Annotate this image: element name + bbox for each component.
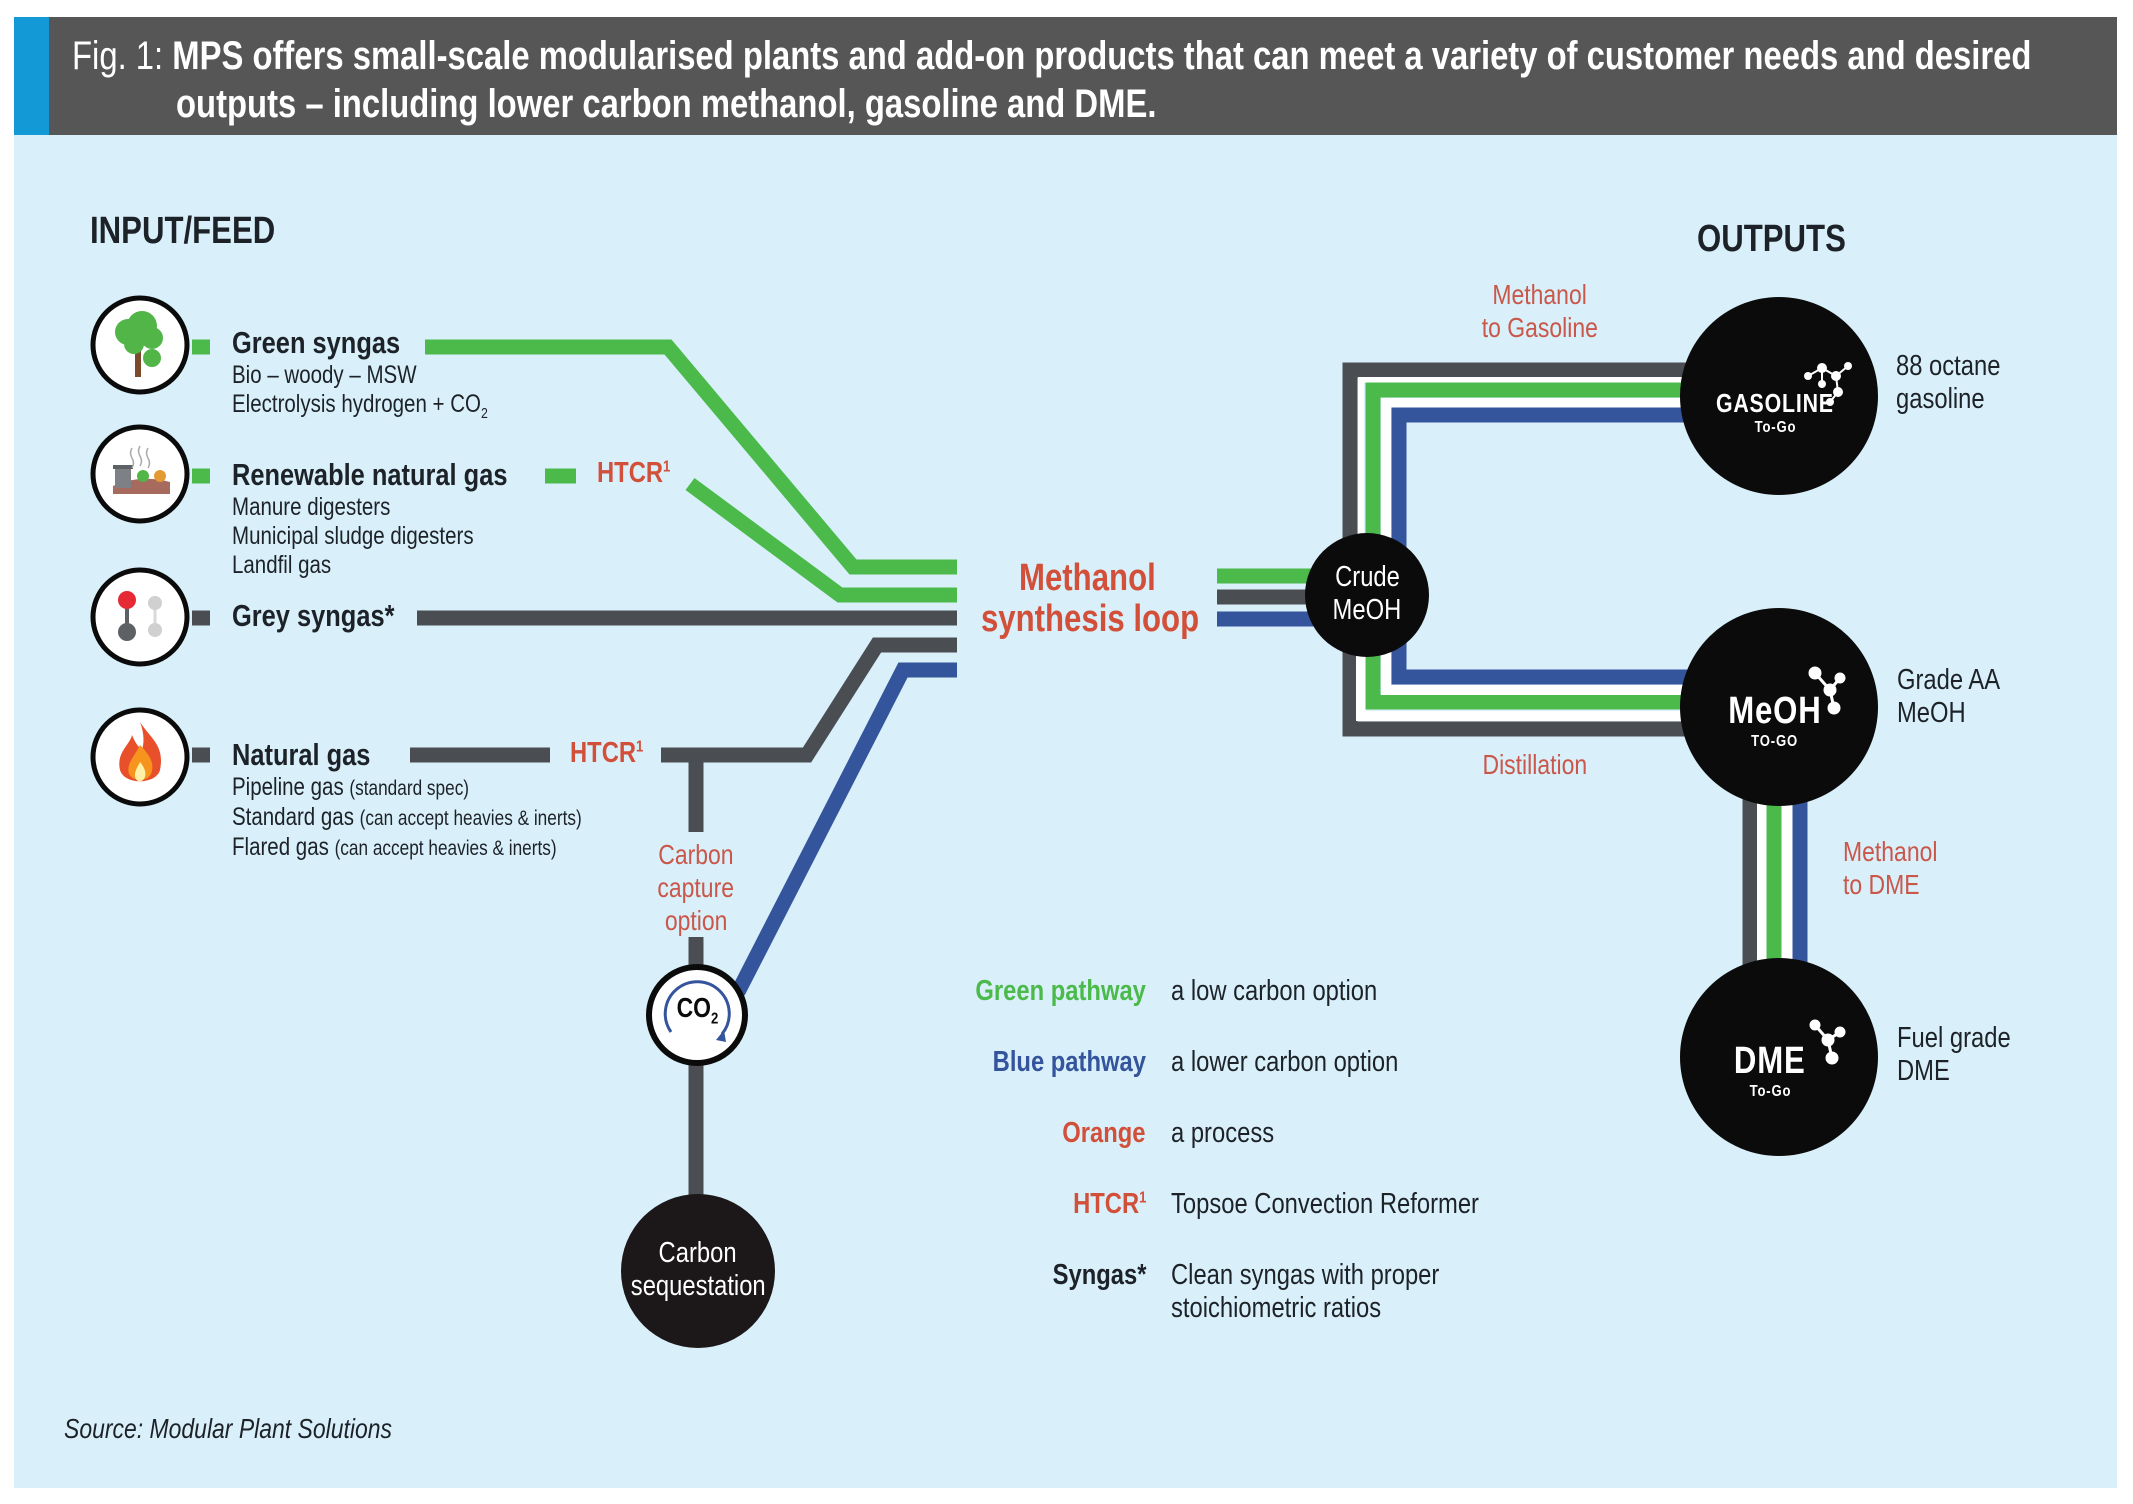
gasoline-output-desc: 88 octane gasoline bbox=[1896, 350, 2001, 415]
figure-title-text-2: outputs – including lower carbon methano… bbox=[176, 82, 1157, 126]
legend-key-green: Green pathway bbox=[975, 975, 1146, 1007]
feed-icon-renewable-natural-gas bbox=[90, 424, 190, 524]
pipe-natural-gas-from-htcr bbox=[661, 637, 957, 763]
feed-detail: Flared gas bbox=[232, 833, 329, 861]
methanol-to-gasoline-label: Methanol to Gasoline bbox=[1481, 279, 1599, 343]
figure-header bbox=[14, 17, 2117, 135]
meoh-node bbox=[1680, 608, 1878, 806]
htcr-label-natural-gas: HTCR1 bbox=[570, 737, 644, 769]
feed-detail: Electrolysis hydrogen + CO bbox=[232, 390, 481, 418]
methanol-synthesis-loop-label: Methanol synthesis loop bbox=[980, 557, 1200, 640]
co2-capture-node bbox=[646, 964, 748, 1066]
feed-detail-note: (can accept heavies & inerts) bbox=[334, 837, 557, 860]
feed-grey-syngas: Grey syngas* bbox=[232, 598, 430, 634]
feed-title: Grey syngas* bbox=[232, 598, 395, 633]
legend-value-htcr: Topsoe Convection Reformer bbox=[1171, 1188, 1479, 1220]
feed-natural-gas: Natural gas Pipeline gas (standard spec)… bbox=[232, 737, 658, 863]
feed-title: Natural gas bbox=[232, 737, 371, 772]
gasoline-to-go-logo: GASOLINE To-Go bbox=[1716, 388, 1834, 436]
dme-to-go-logo: DME To-Go bbox=[1734, 1040, 1806, 1100]
legend-key-orange: Orange bbox=[1062, 1117, 1146, 1149]
feed-icon-grey-syngas bbox=[90, 567, 190, 667]
legend-key-syngas: Syngas* bbox=[1052, 1259, 1146, 1291]
legend-value-syngas: Clean syngas with proper stoichiometric … bbox=[1171, 1259, 1440, 1324]
figure-title-line-1: Fig. 1: MPS offers small-scale modularis… bbox=[72, 32, 2133, 80]
outputs-heading: OUTPUTS bbox=[1697, 218, 1846, 260]
gasoline-node bbox=[1680, 297, 1878, 495]
legend-value-green: a low carbon option bbox=[1171, 975, 1378, 1007]
feed-detail-note: (standard spec) bbox=[349, 777, 470, 800]
feed-icon-natural-gas bbox=[90, 707, 190, 807]
feed-icon-green-syngas bbox=[90, 295, 190, 395]
pipe-blue-pathway bbox=[731, 662, 957, 996]
figure-title-line-2: outputs – including lower carbon methano… bbox=[176, 80, 1372, 128]
input-feed-heading: INPUT/FEED bbox=[90, 210, 276, 252]
crude-meoh-label: Crude MeOH bbox=[1332, 561, 1402, 626]
feed-detail: Manure digesters bbox=[232, 493, 391, 521]
carbon-sequestration-node bbox=[621, 1194, 775, 1348]
tree-icon bbox=[115, 311, 163, 377]
feed-green-syngas: Green syngas Bio – woody – MSW Electroly… bbox=[232, 325, 544, 428]
feed-detail-note: (can accept heavies & inerts) bbox=[359, 807, 582, 830]
legend-value-blue: a lower carbon option bbox=[1171, 1046, 1399, 1078]
feed-detail: Pipeline gas bbox=[232, 773, 344, 801]
feed-detail: Bio – woody – MSW bbox=[232, 361, 417, 389]
htcr-label-rng: HTCR1 bbox=[597, 457, 671, 489]
pipe-rng-from-htcr bbox=[685, 477, 957, 603]
header-accent-bar bbox=[14, 17, 49, 135]
subscript: 2 bbox=[480, 405, 488, 422]
crude-meoh-node bbox=[1305, 533, 1429, 657]
meoh-output-desc: Grade AA MeOH bbox=[1897, 664, 2001, 729]
distillation-label: Distillation bbox=[1482, 749, 1588, 780]
legend-key-htcr: HTCR1 bbox=[1072, 1188, 1146, 1220]
methanol-to-dme-label: Methanol to DME bbox=[1843, 836, 1938, 900]
feed-detail: Standard gas bbox=[232, 803, 354, 831]
figure-number: Fig. 1: bbox=[72, 34, 164, 78]
waste-bin-icon bbox=[113, 445, 170, 494]
feed-detail: Landfil gas bbox=[232, 551, 332, 579]
pipe-bundle-to-gasoline bbox=[1342, 362, 1700, 560]
molecule-glyph-dme bbox=[1809, 1019, 1846, 1065]
feed-title: Green syngas bbox=[232, 325, 401, 360]
pipe-green-syngas bbox=[425, 339, 957, 575]
molecule-glyph-meoh bbox=[1808, 666, 1846, 715]
legend-key-blue: Blue pathway bbox=[992, 1046, 1146, 1078]
carbon-sequestration-label: Carbon sequestation bbox=[630, 1237, 766, 1302]
flame-icon bbox=[119, 722, 161, 782]
legend-value-orange: a process bbox=[1171, 1117, 1275, 1149]
feed-detail: Municipal sludge digesters bbox=[232, 522, 474, 550]
dme-output-desc: Fuel grade DME bbox=[1897, 1022, 2011, 1087]
molecule-glyph-gasoline bbox=[1804, 362, 1852, 406]
carbon-capture-label: Carbon capture option bbox=[657, 839, 735, 936]
feed-title: Renewable natural gas bbox=[232, 457, 508, 492]
meoh-to-go-logo: MeOH TO-GO bbox=[1728, 690, 1822, 750]
pipe-bundle-to-dme bbox=[1742, 790, 1808, 970]
dme-node bbox=[1680, 958, 1878, 1156]
co2-label: CO2 bbox=[676, 992, 718, 1028]
recycle-arrow-icon bbox=[663, 980, 731, 1035]
source-credit: Source: Modular Plant Solutions bbox=[64, 1413, 392, 1444]
figure-title-text-1: MPS offers small-scale modularised plant… bbox=[172, 34, 2032, 78]
feed-renewable-natural-gas: Renewable natural gas Manure digesters M… bbox=[232, 457, 568, 580]
molecule-icon bbox=[118, 591, 162, 641]
